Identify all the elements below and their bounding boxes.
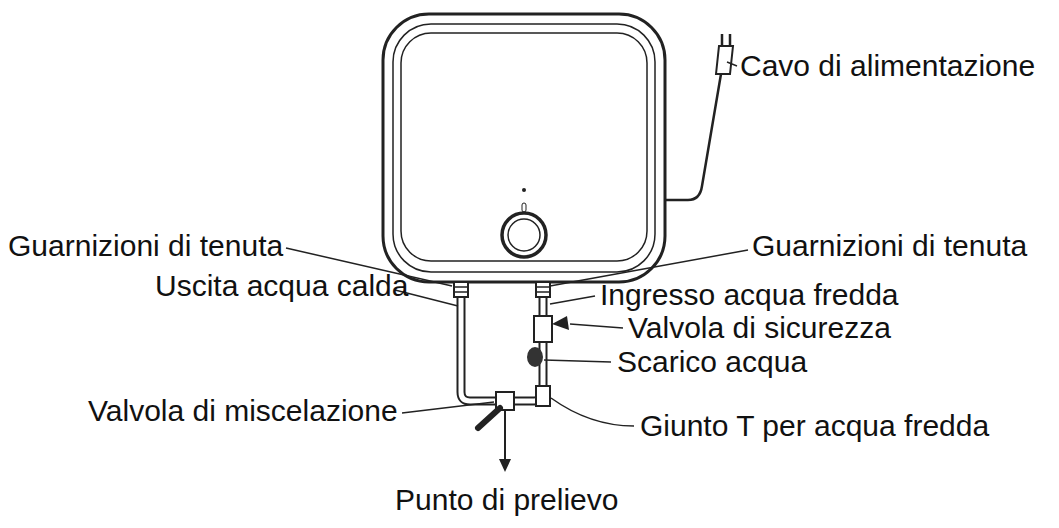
indicator-light [522,203,526,212]
part-label: Ingresso acqua fredda [600,280,899,310]
heater-body [383,14,665,282]
leader-line [551,398,634,426]
power-cable [665,34,733,200]
outlet-arrow-line [504,410,506,461]
hot-seal-fitting [454,282,468,297]
leader-line [727,62,737,66]
cold-seal-fitting [536,282,550,297]
tee-joint [536,386,550,406]
indicator-dot [522,188,526,192]
part-label: Cavo di alimentazione [740,51,1035,81]
heater-housing [383,14,665,282]
hot-pipe [461,296,497,401]
front-panel [401,33,647,261]
knob-inner [508,219,540,251]
leader-line [550,296,595,304]
hot-pipe-inner [461,296,497,401]
thermostat-knob [502,213,546,257]
part-label: Scarico acqua [617,347,807,377]
safety-valve-handle [552,316,569,330]
part-label: Valvola di miscelazione [88,396,398,426]
part-label: Uscita acqua calda [155,271,408,301]
leader-line [570,324,623,328]
drain [527,347,543,367]
valve-lever [478,408,500,428]
leader-line [402,402,494,413]
housing-rim [393,24,655,272]
seal-lines [455,287,467,292]
plug-prongs [722,34,730,46]
part-label: Punto di prelievo [395,485,618,515]
pipework [454,282,569,472]
part-label: Giunto T per acqua fredda [640,411,989,441]
safety-valve [534,316,552,342]
cable [665,74,721,200]
part-label: Valvola di sicurezza [628,313,891,343]
plug [716,46,733,74]
seal-lines [537,287,549,292]
leader-line [544,360,611,362]
part-label: Guarnizioni di tenuta [752,231,1027,261]
outlet-arrowhead [499,459,511,472]
part-label: Guarnizioni di tenuta [8,231,283,261]
